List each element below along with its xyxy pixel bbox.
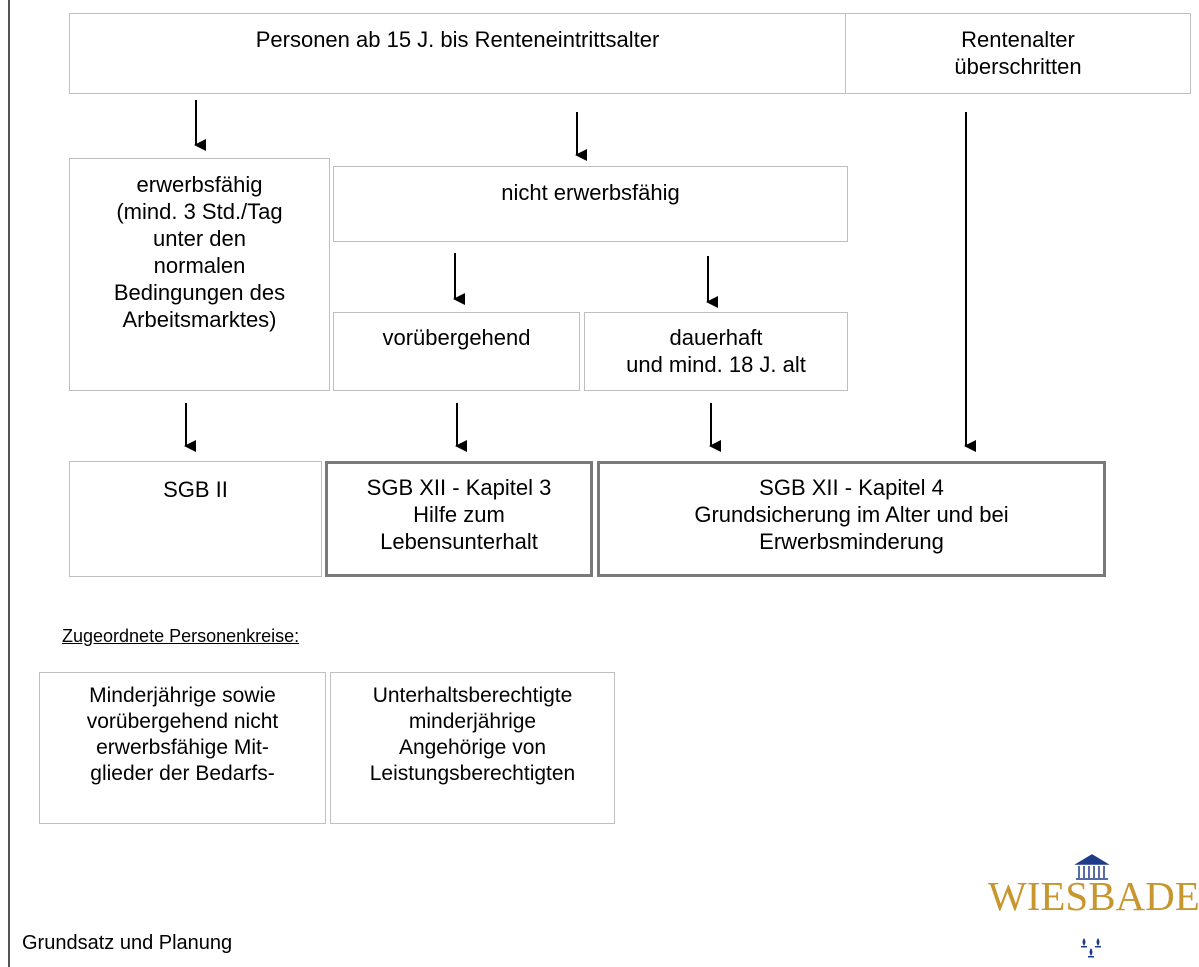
assigned-box-1-line-1: Minderjährige sowie	[89, 684, 276, 707]
employable-line-3: unter den	[153, 226, 246, 251]
assigned-box-2: Unterhaltsberechtigte minderjährige Ange…	[330, 672, 615, 824]
sgb2-box: SGB II	[69, 461, 322, 577]
retirement-box: Rentenalter überschritten	[845, 13, 1191, 94]
temporary-box: vorübergehend	[333, 312, 580, 391]
not-employable-box: nicht erwerbsfähig	[333, 166, 848, 242]
persons-text: Personen ab 15 J. bis Renteneintrittsalt…	[255, 27, 660, 52]
assigned-box-1-line-3: erwerbsfähige Mit-	[96, 736, 269, 759]
employable-line-1: erwerbsfähig	[136, 172, 263, 197]
temporary-text: vorübergehend	[382, 325, 531, 350]
sgb12-k4-line-3: Erwerbsminderung	[759, 529, 944, 554]
employable-line-4: normalen	[153, 253, 246, 278]
lily-emblem-icon	[1081, 938, 1101, 958]
sgb12-k3-line-3: Lebensunterhalt	[380, 529, 538, 554]
assigned-box-1: Minderjährige sowie vorübergehend nicht …	[39, 672, 326, 824]
retirement-line-2: überschritten	[954, 54, 1082, 79]
assigned-box-2-line-1: Unterhaltsberechtigte	[372, 684, 573, 707]
employable-line-2: (mind. 3 Std./Tag	[116, 199, 283, 224]
sgb12-k4-box: SGB XII - Kapitel 4 Grundsicherung im Al…	[597, 461, 1106, 577]
sgb12-k4-line-1: SGB XII - Kapitel 4	[759, 475, 944, 500]
assigned-heading: Zugeordnete Personenkreise:	[62, 626, 300, 646]
assigned-box-2-line-2: minderjährige	[408, 710, 537, 733]
permanent-line-2: und mind. 18 J. alt	[626, 352, 806, 377]
employable-line-5: Bedingungen des	[113, 280, 286, 305]
employable-box: erwerbsfähig (mind. 3 Std./Tag unter den…	[69, 158, 330, 391]
wiesbaden-logo: WIESBADEN	[988, 850, 1199, 965]
permanent-line-1: dauerhaft	[669, 325, 763, 350]
persons-box: Personen ab 15 J. bis Renteneintrittsalt…	[69, 13, 846, 94]
sgb2-text: SGB II	[163, 477, 228, 502]
sgb12-k4-line-2: Grundsicherung im Alter und bei	[694, 502, 1009, 527]
logo-text: WIESBADEN	[988, 873, 1199, 919]
assigned-box-2-line-3: Angehörige von	[398, 736, 547, 759]
retirement-line-1: Rentenalter	[961, 27, 1075, 52]
not-employable-text: nicht erwerbsfähig	[501, 180, 680, 205]
permanent-box: dauerhaft und mind. 18 J. alt	[584, 312, 848, 391]
sgb12-k3-line-2: Hilfe zum	[413, 502, 505, 527]
footer-text: Grundsatz und Planung	[22, 932, 233, 954]
left-frame-line	[8, 0, 10, 967]
building-icon	[1074, 854, 1110, 880]
sgb12-k3-line-1: SGB XII - Kapitel 3	[366, 475, 552, 500]
assigned-box-2-line-4: Leistungsberechtigten	[369, 762, 576, 785]
employable-line-6: Arbeitsmarktes)	[122, 307, 277, 332]
sgb12-k3-box: SGB XII - Kapitel 3 Hilfe zum Lebensunte…	[325, 461, 593, 577]
assigned-box-1-line-2: vorübergehend nicht	[86, 710, 279, 733]
assigned-box-1-line-4: glieder der Bedarfs-	[90, 762, 275, 785]
